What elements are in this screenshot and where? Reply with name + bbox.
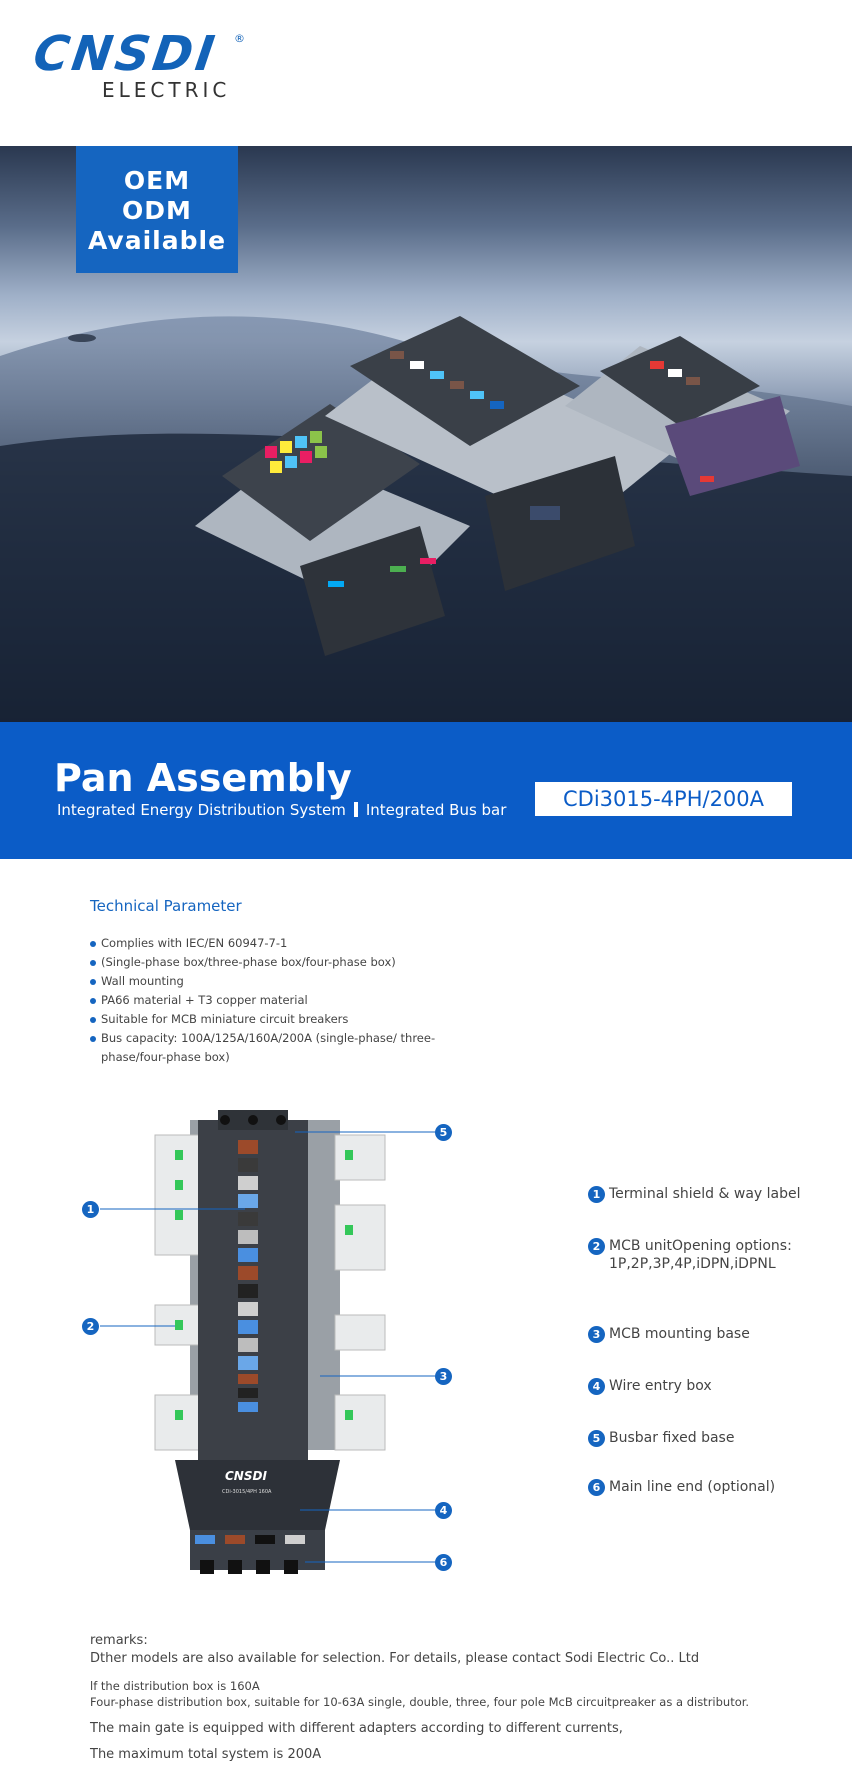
legend-number: 6	[588, 1479, 605, 1496]
legend-item-2: 2 MCB unitOpening options: 1P,2P,3P,4P,i…	[588, 1237, 792, 1273]
title-band: Pan Assembly Integrated Energy Distribut…	[0, 722, 852, 859]
brand-logo: CNSDI ® ELECTRIC	[30, 26, 254, 102]
legend-number: 3	[588, 1326, 605, 1343]
remarks-line-3: Four-phase distribution box, suitable fo…	[90, 1695, 750, 1709]
legend-item-5: 5 Busbar fixed base	[588, 1429, 734, 1447]
technical-parameter-list: Complies with IEC/EN 60947-7-1 (Single-p…	[90, 934, 450, 1067]
legend-item-4: 4 Wire entry box	[588, 1377, 712, 1395]
legend-number: 1	[588, 1186, 605, 1203]
list-item: Wall mounting	[90, 972, 450, 991]
hero-product-image	[0, 316, 852, 722]
legend-number: 5	[588, 1430, 605, 1447]
diagram-brand-text: CNSDI	[225, 1469, 267, 1483]
callout-1: 1	[82, 1201, 99, 1218]
subtitle-left: Integrated Energy Distribution System	[57, 801, 346, 819]
list-item: Suitable for MCB miniature circuit break…	[90, 1010, 450, 1029]
legend-text: Busbar fixed base	[609, 1430, 735, 1446]
subtitle-right: Integrated Bus bar	[365, 801, 507, 819]
remarks-label: remarks:	[90, 1633, 148, 1648]
product-title: Pan Assembly	[54, 756, 352, 800]
logo-subtitle: ELECTRIC	[102, 78, 231, 102]
list-item: Complies with IEC/EN 60947-7-1	[90, 934, 450, 953]
legend-text: MCB unitOpening options: 1P,2P,3P,4P,iDP…	[609, 1237, 792, 1273]
legend-text: Terminal shield & way label	[609, 1186, 801, 1202]
legend-text: Wire entry box	[609, 1378, 712, 1394]
hero-banner: OEM ODM Available	[0, 146, 852, 722]
callout-4: 4	[435, 1502, 452, 1519]
remarks-section: remarks: Dther models are also available…	[90, 1632, 830, 1764]
model-number-badge: CDi3015-4PH/200A	[535, 782, 792, 816]
callout-2: 2	[82, 1318, 99, 1335]
oem-odm-badge: OEM ODM Available	[76, 146, 238, 273]
legend-text-line2: 1P,2P,3P,4P,iDPN,iDPNL	[609, 1256, 776, 1272]
legend-text: MCB mounting base	[609, 1326, 750, 1342]
remarks-line-4: The main gate is equipped with different…	[90, 1721, 623, 1736]
legend-item-3: 3 MCB mounting base	[588, 1325, 750, 1343]
remarks-line-5: The maximum total system is 200A	[90, 1747, 322, 1762]
legend-text-line1: MCB unitOpening options:	[609, 1238, 792, 1254]
legend-number: 4	[588, 1378, 605, 1395]
diagram-code-text: CDi-3015/4PH 160A	[222, 1489, 272, 1495]
list-item: PA66 material + T3 copper material	[90, 991, 450, 1010]
product-diagram: CNSDI CDi-3015/4PH 160A 1 2 3 4 5 6	[80, 1110, 480, 1580]
callout-6: 6	[435, 1554, 452, 1571]
technical-parameter-heading: Technical Parameter	[90, 897, 242, 915]
busbar-assembly-illustration: CNSDI CDi-3015/4PH 160A	[100, 1110, 435, 1574]
oem-line: OEM	[123, 166, 191, 195]
subtitle-divider	[353, 802, 358, 817]
legend-item-1: 1 Terminal shield & way label	[588, 1185, 801, 1203]
list-item: (Single-phase box/three-phase box/four-p…	[90, 953, 450, 972]
registered-mark: ®	[234, 32, 245, 45]
legend-number: 2	[588, 1238, 605, 1255]
remarks-line-1: Dther models are also available for sele…	[90, 1651, 700, 1666]
logo-wordmark: CNSDI	[30, 26, 221, 82]
legend-item-6: 6 Main line end (optional)	[588, 1478, 775, 1496]
callout-3: 3	[435, 1368, 452, 1385]
callout-5: 5	[435, 1124, 452, 1141]
list-item: Bus capacity: 100A/125A/160A/200A (singl…	[90, 1029, 450, 1067]
product-subtitle: Integrated Energy Distribution System Int…	[57, 801, 506, 819]
odm-line: ODM	[122, 196, 192, 225]
available-line: Available	[87, 226, 227, 255]
legend-text: Main line end (optional)	[609, 1479, 776, 1495]
remarks-line-2: lf the distribution box is 160A	[90, 1679, 260, 1693]
